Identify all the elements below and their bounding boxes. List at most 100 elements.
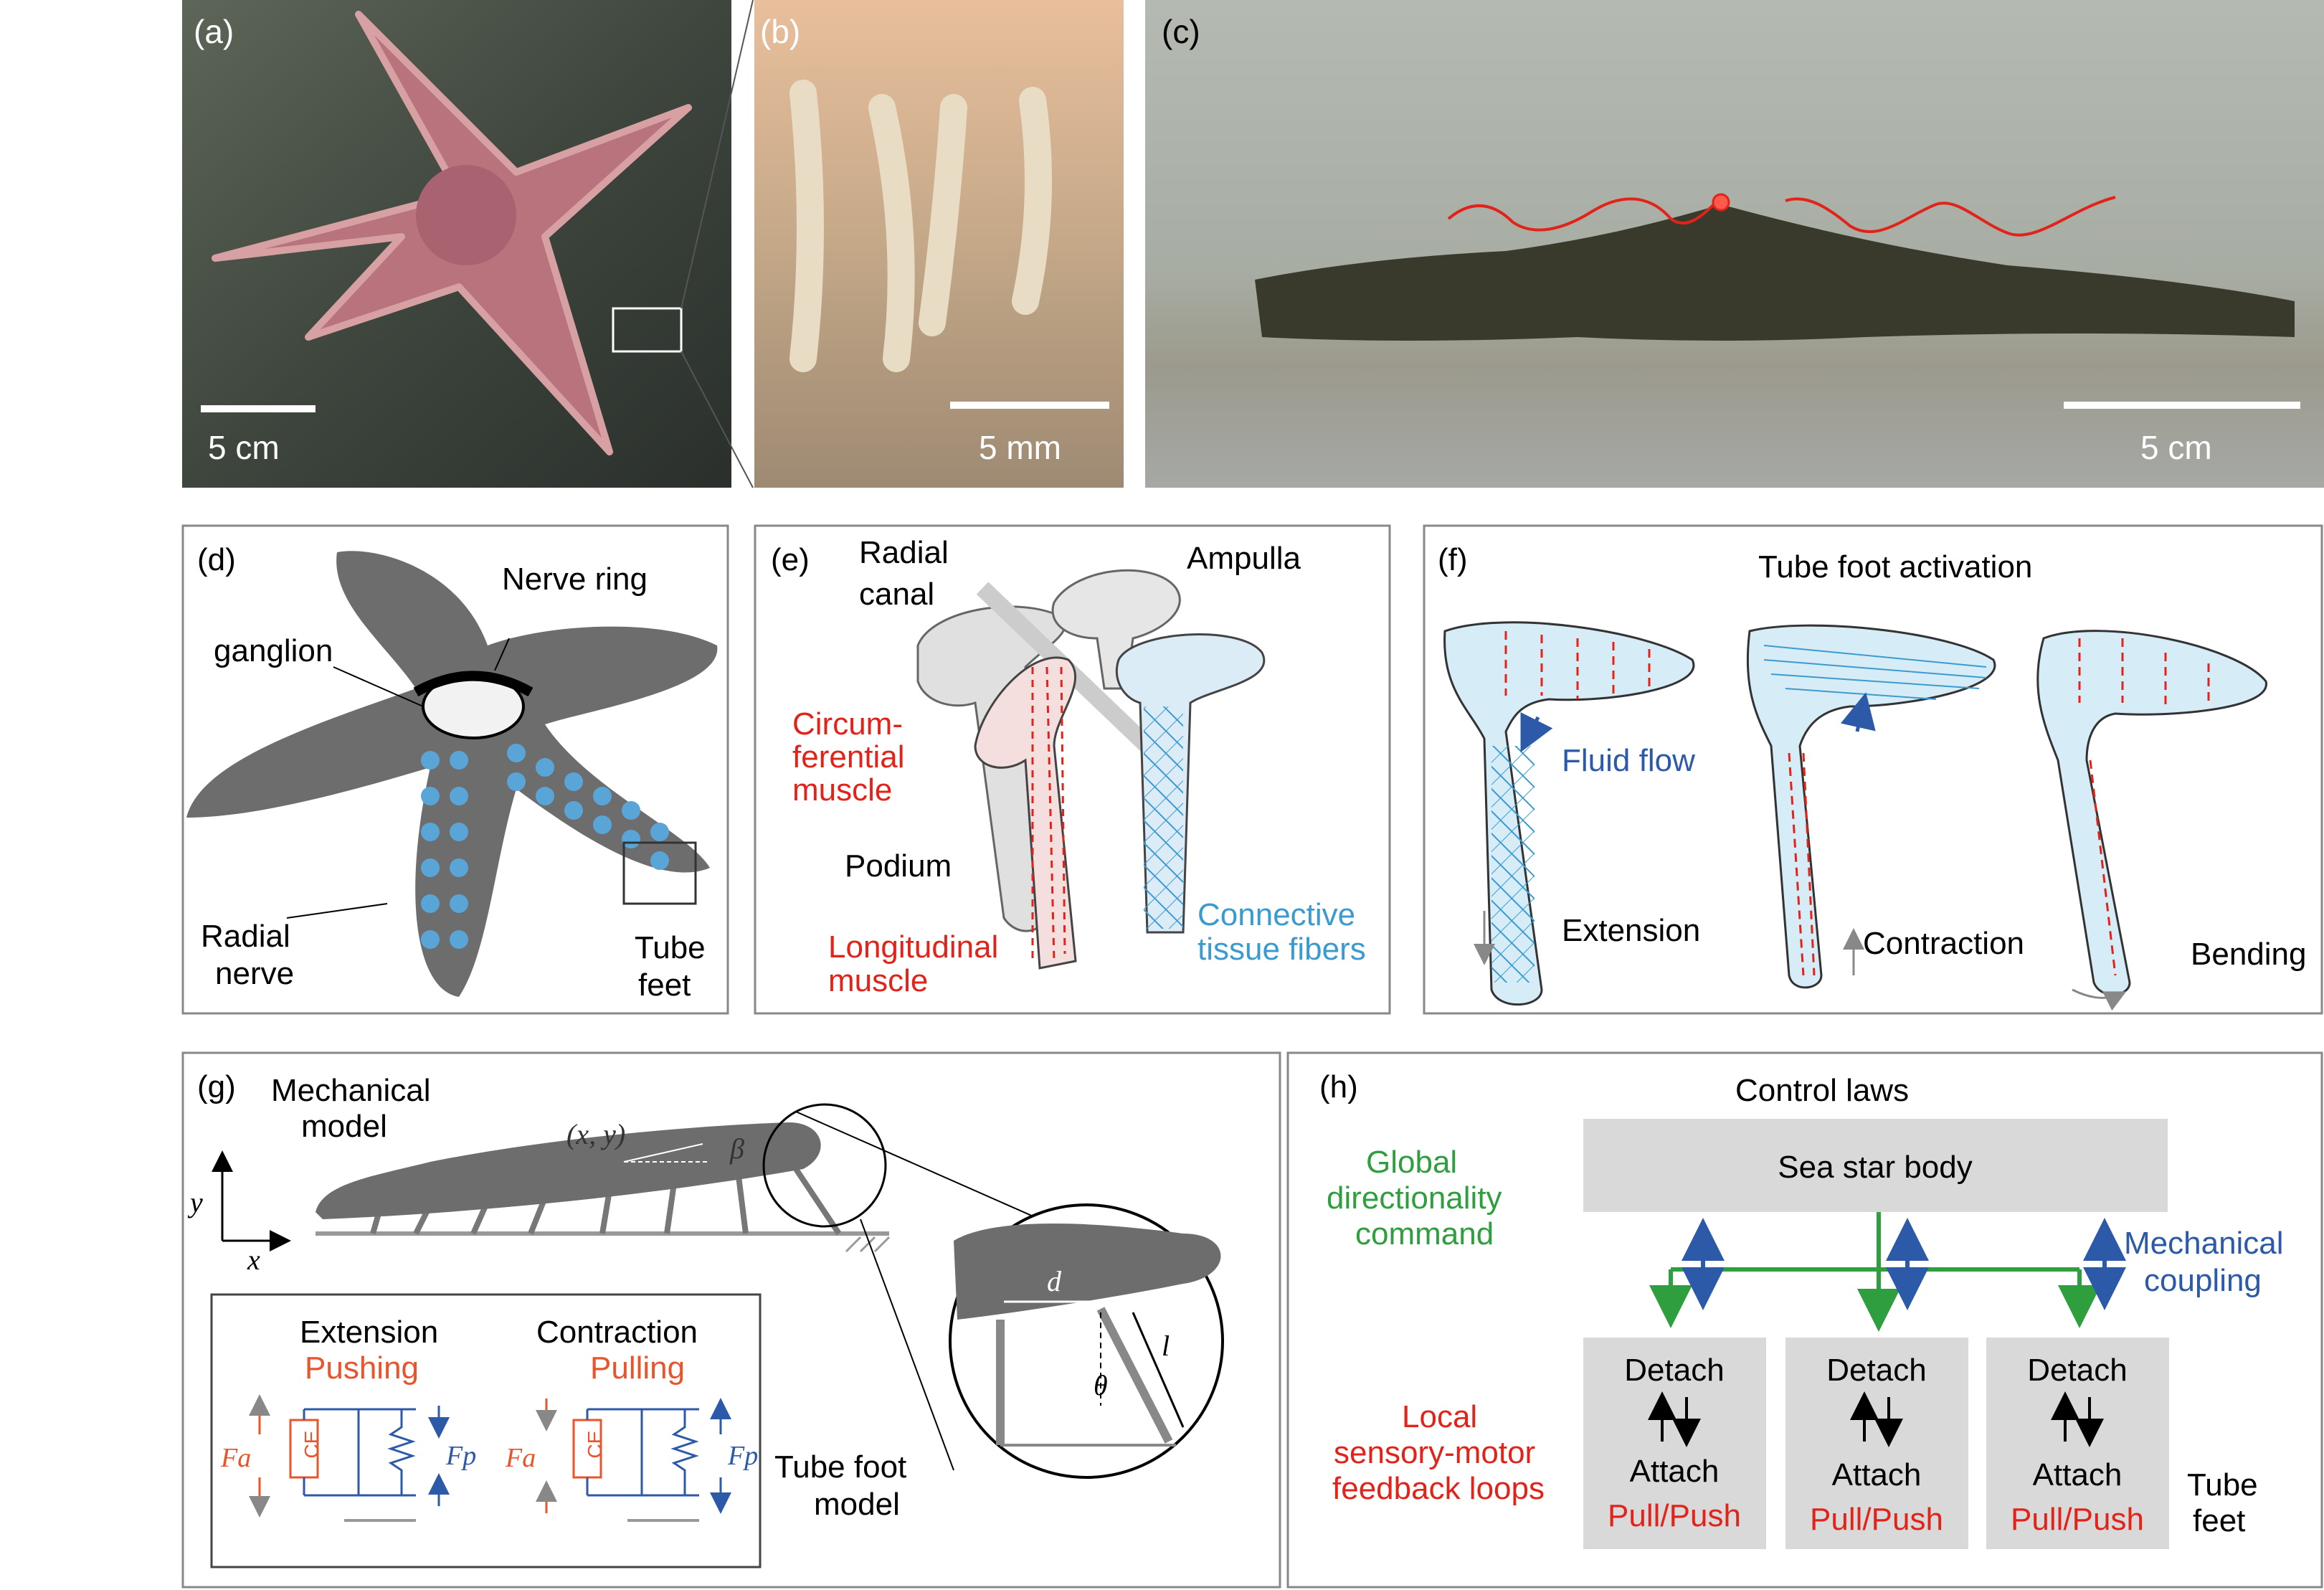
panel-d-frame [181,524,729,1015]
label-podium: Podium [845,848,952,884]
label-l: l [1162,1330,1170,1362]
label-d: d [1047,1265,1062,1297]
scale-label-c: 5 cm [2140,429,2212,466]
leader-ganglion [333,666,424,707]
panel-a: 5 cm (a) [182,0,731,488]
scale-label-a: 5 cm [208,429,280,466]
zoom-line-bottom [680,351,754,488]
attach-3: Attach [2033,1457,2123,1492]
zoom-box-a [612,307,683,353]
fluid-flow-arrow-2 [1840,692,1876,732]
label-nerve-ring: Nerve ring [502,562,648,597]
label-contraction: Contraction [1863,926,2024,961]
tracking-marker [1712,193,1730,212]
zoom-leg-right [1096,1307,1173,1444]
label-longitudinal-1: Longitudinal [828,929,998,965]
spring-model-right: CE Fa Fp [505,1398,758,1522]
label-ampulla: Ampulla [1187,541,1301,576]
label-global-3: command [1355,1216,1494,1251]
fluid-flow-arrow-1 [1520,712,1553,752]
label-circ-2: ferential [792,739,905,775]
label-contraction-g: Contraction [536,1315,698,1350]
label-radial-nerve-2: nerve [215,956,294,991]
label-tube-foot-model-2: model [814,1487,900,1522]
leader-radial-nerve [286,903,388,919]
axis-y-label: y [187,1186,203,1218]
label-pulling: Pulling [590,1350,685,1386]
panel-g: (g) Mechanical model y x (x, y) β [181,1051,1281,1589]
foot-contraction-muscle [1788,752,1816,976]
fa-label-right: Fa [505,1443,536,1473]
label-fluid-flow: Fluid flow [1562,743,1695,778]
label-global-2: directionality [1327,1180,1502,1216]
label-tube-feet-h-1: Tube [2187,1467,2258,1503]
foot-extension-muscle [1504,631,1651,699]
zoom-line-g-1 [795,1111,1040,1220]
sea-star-silhouette-d [186,551,718,997]
detach-2: Detach [1826,1353,1926,1388]
panel-letter-e: (e) [771,542,810,577]
foot-bending [2036,630,2267,996]
pullpush-3: Pull/Push [2011,1502,2144,1537]
scale-bar-c [2064,402,2300,409]
label-theta: θ [1094,1369,1108,1401]
label-radial-nerve-1: Radial [201,919,290,954]
zoom-circle-small [762,1103,887,1228]
panel-f-frame [1423,524,2323,1015]
beta-angle-line [623,1143,703,1163]
label-circ-3: muscle [792,772,892,808]
label-sea-star-body: Sea star body [1778,1150,1973,1185]
panel-f-title: Tube foot activation [1758,549,2032,585]
pullpush-1: Pull/Push [1608,1498,1741,1533]
label-radial-canal-1: Radial [859,535,949,570]
label-tube-feet-2: feet [638,967,691,1003]
spring-model-left: CE Fa Fp [220,1394,476,1522]
ampulla-shape [1051,569,1181,690]
scale-bar-a [201,405,316,412]
panel-letter-d: (d) [197,542,236,577]
panel-b: 5 mm (b) [754,0,1124,488]
label-connective-2: tissue fibers [1197,932,1366,967]
panel-e: (e) Radial canal Ampulla Circum- ferenti… [754,524,1391,1015]
attach-1: Attach [1630,1454,1720,1489]
label-bending: Bending [2191,937,2306,972]
leader-nerve-ring [494,638,510,671]
label-mech-coupling-1: Mechanical [2124,1226,2284,1261]
fp-label-left: Fp [445,1441,476,1471]
panel-h-frame [1286,1051,2323,1589]
podium-back [916,605,1066,932]
tube-foot-box-2: Detach Attach Pull/Push [1785,1338,1968,1549]
label-ganglion: ganglion [214,633,333,668]
label-xy: (x, y) [566,1118,625,1150]
label-circ-1: Circum- [792,706,903,742]
nerve-ring-arc [413,671,533,697]
ce-label-left: CE [300,1431,323,1459]
label-extension: Extension [1562,913,1700,948]
circumferential-lines [1031,666,1066,962]
label-beta: β [729,1132,744,1165]
panel-h-title: Control laws [1735,1073,1909,1108]
label-connective-1: Connective [1197,897,1355,932]
label-local-1: Local [1402,1399,1477,1434]
label-tube-feet-1: Tube [635,930,706,965]
blue-coupling-arrows [1682,1218,2126,1310]
scale-bar-b [950,402,1109,409]
panel-letter-a: (a) [194,13,234,50]
tube-foot-box-1: Detach Attach Pull/Push [1583,1338,1766,1549]
panel-g-frame [181,1051,1281,1589]
zoom-line-top [680,0,754,309]
tube-feet-dots-d [421,744,669,949]
l-dimension [1132,1312,1185,1428]
body-shape-g [316,1122,821,1219]
green-command-tree [1649,1212,2101,1332]
zoom-line-g-2 [860,1218,954,1471]
label-mech-model-1: Mechanical [271,1073,431,1108]
panel-d: (d) Nerve ring ganglion Radial nerve Tub… [181,524,729,1015]
sea-star-illustration-a [212,11,692,455]
connective-foot [1115,633,1266,934]
sea-star-body-box [1583,1119,2168,1212]
detach-1: Detach [1624,1353,1724,1388]
panel-letter-b: (b) [760,13,800,50]
panel-letter-g: (g) [197,1069,236,1104]
